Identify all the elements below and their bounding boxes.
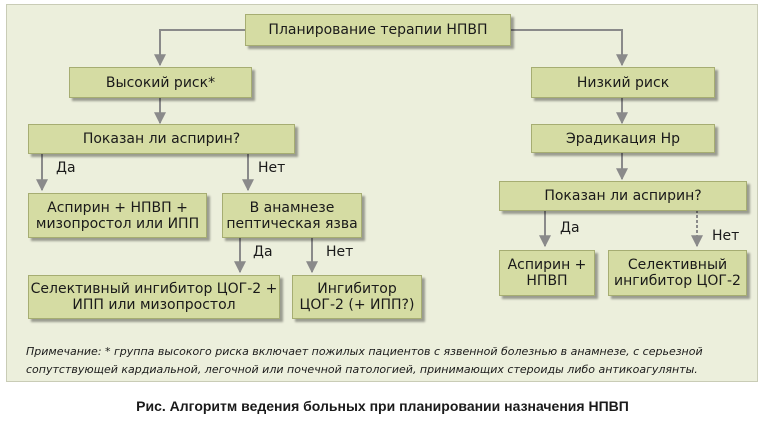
footnote: Примечание: * группа высокого риска вклю… [26,343,726,379]
no-label-left: Нет [258,160,286,176]
no-label-right: Нет [712,228,740,244]
eradication-node: Эрадикация Нр [531,124,715,153]
low-risk-node: Низкий риск [531,67,715,98]
selective-cox2-ppi-node: Селективный ингибитор ЦОГ-2 + ИПП или ми… [28,275,280,319]
yes-label-left: Да [56,160,76,176]
aspirin-nsaid-node: Аспирин + НПВП [499,250,595,296]
yes-label-ulcer: Да [253,244,273,260]
yes-label-right: Да [560,220,580,236]
aspirin-question-left: Показан ли аспирин? [28,124,295,154]
footnote-label: Примечание: [26,345,102,358]
footnote-text: * группа высокого риска включает пожилых… [26,345,703,376]
figure-caption: Рис. Алгоритм ведения больных при планир… [136,398,629,414]
root-node: Планирование терапии НПВП [245,14,511,46]
aspirin-question-right: Показан ли аспирин? [499,181,747,211]
selective-cox2-node: Селективный ингибитор ЦОГ-2 [608,250,747,296]
aspirin-nsaid-misoprostol-node: Аспирин + НПВП + мизопростол или ИПП [28,193,207,238]
ulcer-history-node: В анамнезе пептическая язва [222,193,362,238]
cox2-inhibitor-ppi-node: Ингибитор ЦОГ-2 (+ ИПП?) [292,275,422,319]
high-risk-node: Высокий риск* [69,67,252,98]
no-label-ulcer: Нет [326,244,354,260]
